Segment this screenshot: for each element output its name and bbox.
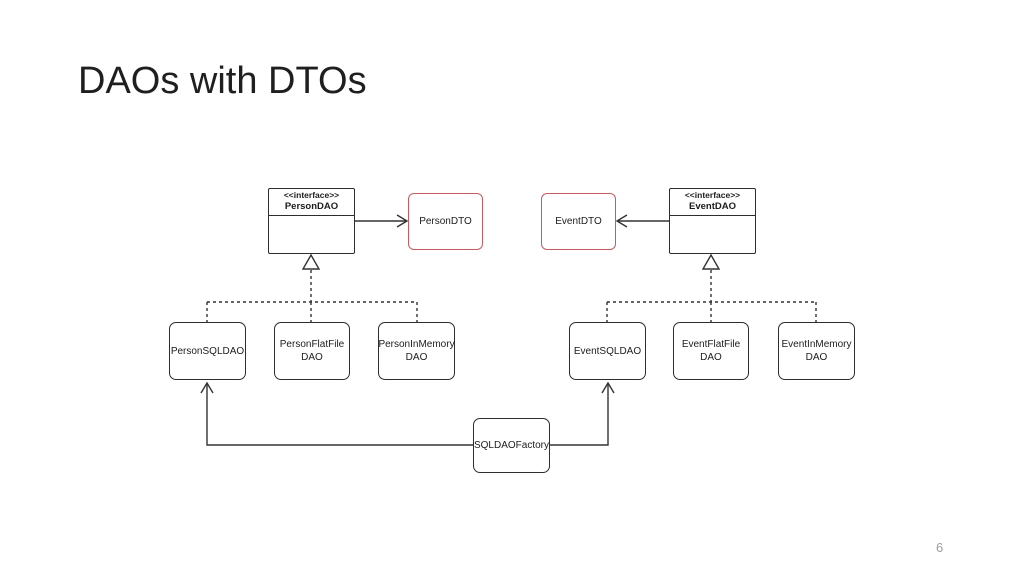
person-dao-interface-box: <<interface>> PersonDAO bbox=[268, 188, 355, 254]
event-dto-arrowhead-icon bbox=[615, 214, 628, 228]
event-inmemory-dao-box: EventInMemory DAO bbox=[778, 322, 855, 380]
event-sql-dao-label: EventSQLDAO bbox=[573, 345, 642, 357]
person-sql-dao-label: PersonSQLDAO bbox=[170, 345, 245, 357]
event-inmemory-dao-label: EventInMemory DAO bbox=[781, 339, 852, 363]
event-flatfile-dao-box: EventFlatFile DAO bbox=[673, 322, 749, 380]
person-flatfile-dao-box: PersonFlatFile DAO bbox=[274, 322, 350, 380]
person-dao-stereotype: <<interface>> bbox=[283, 190, 340, 201]
person-dao-generalization-triangle-icon bbox=[301, 253, 321, 270]
person-inmemory-dao-box: PersonInMemory DAO bbox=[378, 322, 455, 380]
event-dao-generalization-triangle-icon bbox=[701, 253, 721, 270]
event-sql-arrowhead-icon bbox=[601, 381, 615, 394]
person-sql-dao-box: PersonSQLDAO bbox=[169, 322, 246, 380]
person-sql-arrowhead-icon bbox=[200, 381, 214, 394]
event-realization-dashed-lines bbox=[606, 270, 817, 322]
person-dto-arrowhead-icon bbox=[396, 214, 409, 228]
person-flatfile-dao-label: PersonFlatFile DAO bbox=[279, 339, 345, 363]
page-number: 6 bbox=[936, 540, 944, 555]
factory-to-event-sql-line bbox=[550, 384, 609, 446]
event-flatfile-dao-label: EventFlatFile DAO bbox=[681, 339, 741, 363]
event-dto-box: EventDTO bbox=[541, 193, 616, 250]
event-dao-empty-compartment bbox=[670, 216, 755, 253]
event-sql-dao-box: EventSQLDAO bbox=[569, 322, 646, 380]
event-dao-interface-box: <<interface>> EventDAO bbox=[669, 188, 756, 254]
person-dao-name: PersonDAO bbox=[284, 201, 339, 213]
person-inmemory-dao-label: PersonInMemory DAO bbox=[378, 339, 455, 363]
event-dao-name: EventDAO bbox=[689, 201, 736, 213]
person-dto-label: PersonDTO bbox=[419, 216, 472, 227]
person-dao-empty-compartment bbox=[269, 216, 354, 253]
person-realization-dashed-lines bbox=[206, 270, 418, 322]
sqldao-factory-box: SQLDAOFactory bbox=[473, 418, 550, 473]
factory-to-person-sql-line bbox=[206, 384, 473, 446]
event-dao-stereotype: <<interface>> bbox=[684, 190, 741, 201]
person-dto-box: PersonDTO bbox=[408, 193, 483, 250]
sqldao-factory-label: SQLDAOFactory bbox=[473, 440, 550, 451]
slide-title: DAOs with DTOs bbox=[78, 60, 367, 102]
person-dao-header: <<interface>> PersonDAO bbox=[269, 189, 354, 216]
event-dao-header: <<interface>> EventDAO bbox=[670, 189, 755, 216]
event-dto-label: EventDTO bbox=[555, 216, 602, 227]
